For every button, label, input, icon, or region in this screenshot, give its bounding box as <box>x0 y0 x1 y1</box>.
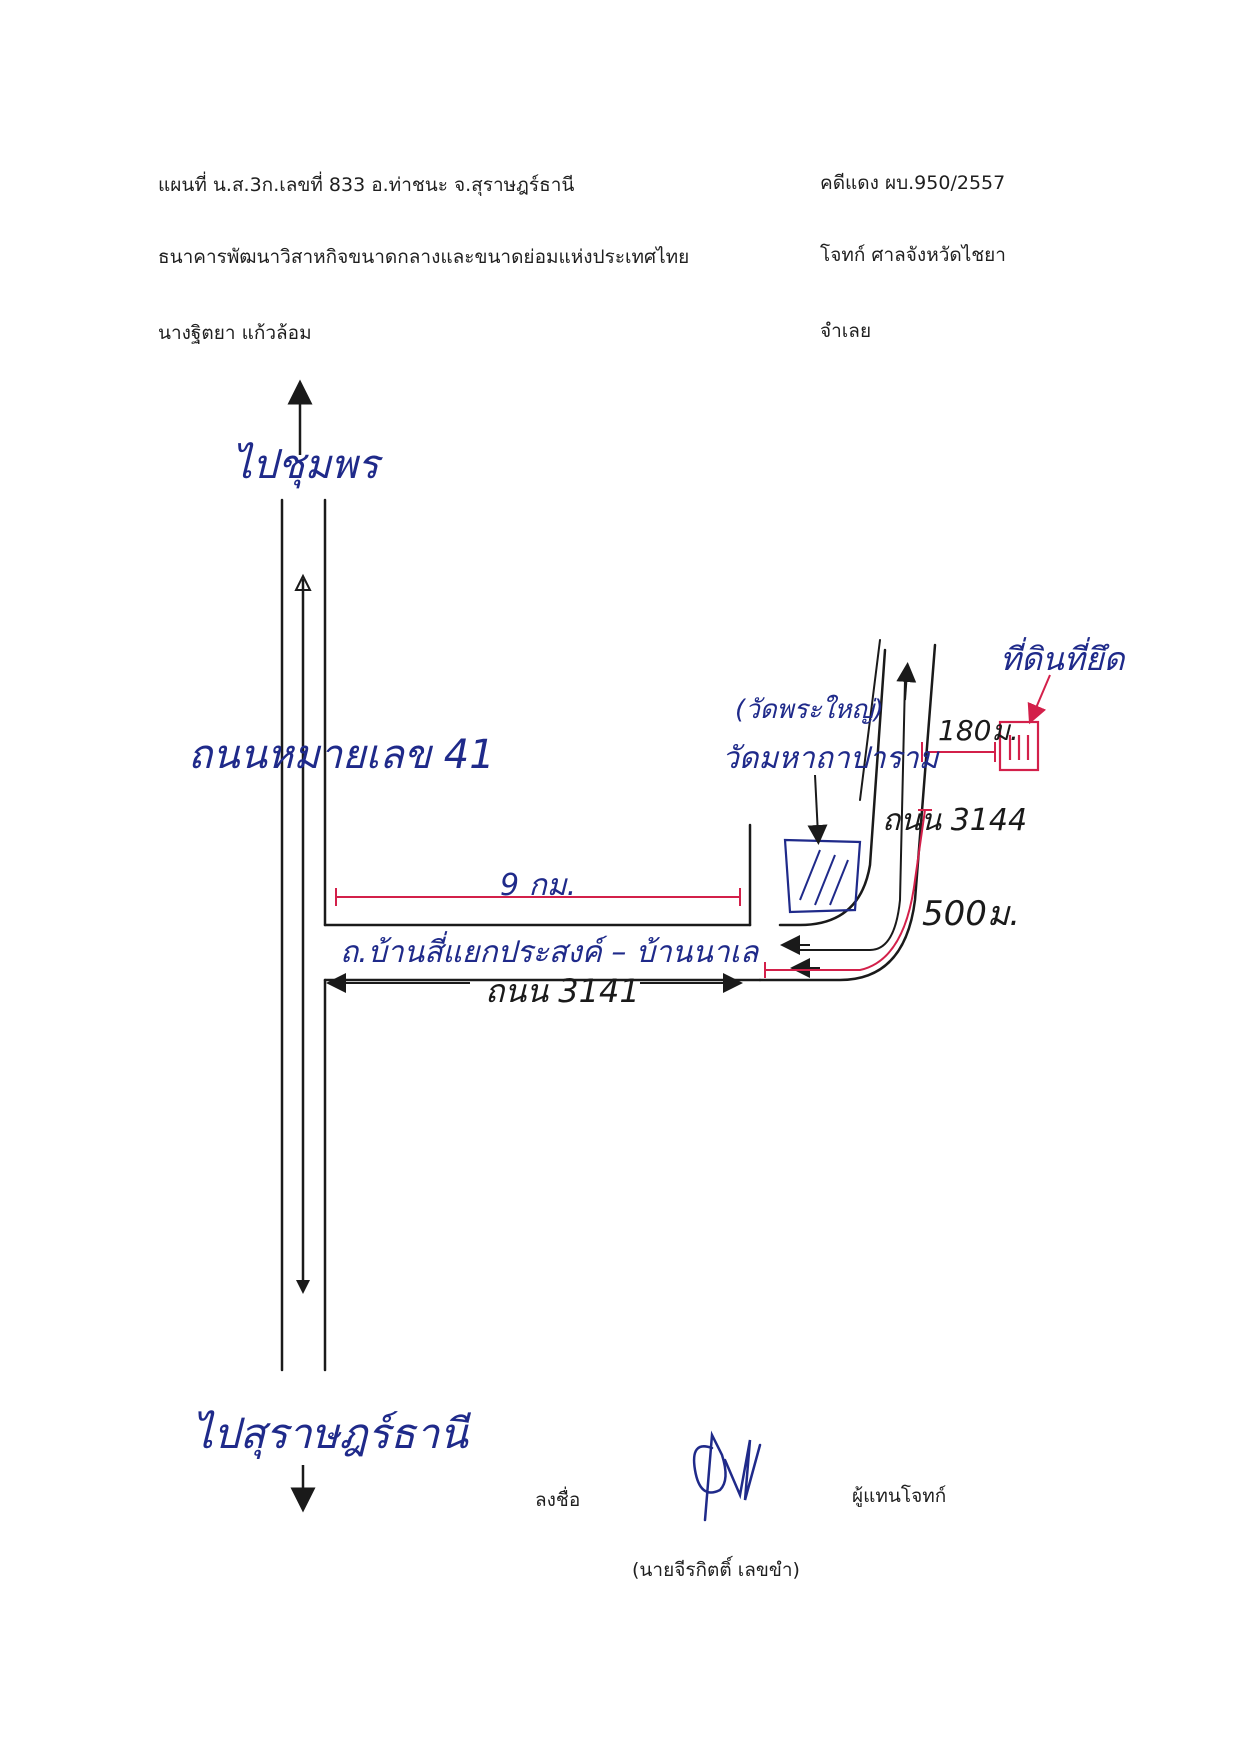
signature-role: ผู้แทนโจทก์ <box>852 1485 947 1507</box>
label-road-name: ถ.บ้านสี่แยกประสงค์ – บ้านนาเล <box>340 931 760 970</box>
road-3144-direction-line <box>800 679 906 951</box>
land-pointer-arrow-icon <box>1027 674 1051 725</box>
label-road-3141: ถนน 3141 <box>485 972 640 1010</box>
label-road-3144: ถนน 3144 <box>882 803 1027 838</box>
highway-41 <box>280 498 327 1372</box>
road-3141 <box>323 639 937 982</box>
header-line1-left: แผนที่ น.ส.3ก.เลขที่ 833 อ.ท่าชนะ จ.สุรา… <box>158 174 575 196</box>
label-to-chumphon: ไปชุมพร <box>232 442 383 489</box>
label-to-surat: ไปสุราษฎร์ธานี <box>192 1409 472 1459</box>
header-line3-right: จำเลย <box>820 320 872 342</box>
distance-9km-line <box>335 888 741 906</box>
seized-land-parcel <box>998 720 1040 772</box>
road-3144-north-arrow-icon <box>896 662 917 701</box>
temple-pointer-arrow-icon <box>807 774 828 845</box>
label-180m: 180ม. <box>938 714 1019 747</box>
highway-up-arrow-icon <box>294 573 312 591</box>
label-highway-41: ถนนหมายเลข 41 <box>188 732 495 778</box>
highway-down-arrow-icon <box>296 1280 310 1294</box>
header-line1-right: คดีแดง ผบ.950/2557 <box>820 172 1006 194</box>
temple-building <box>783 838 862 914</box>
signature-name: (นายจีรกิตติ์ เลขขำ) <box>632 1559 800 1581</box>
label-temple-alt: (วัดพระใหญ่) <box>735 694 884 725</box>
signature-scribble <box>692 1430 762 1522</box>
label-9km: 9 กม. <box>500 868 576 903</box>
distance-180m-line <box>921 742 996 762</box>
label-seized-land: ที่ดินที่ยึด <box>1000 637 1127 678</box>
header-line2-right: โจทก์ ศาลจังหวัดไชยา <box>820 244 1006 266</box>
label-temple-name: วัดมหาถาปาราม <box>722 741 941 776</box>
header-line2-left: ธนาคารพัฒนาวิสาหกิจขนาดกลางและขนาดย่อมแห… <box>158 246 690 268</box>
distance-500m-line <box>764 809 932 978</box>
signature-label: ลงชื่อ <box>535 1489 581 1511</box>
header-line3-left: นางฐิตยา แก้วล้อม <box>158 322 312 344</box>
label-500m: 500ม. <box>922 894 1020 934</box>
